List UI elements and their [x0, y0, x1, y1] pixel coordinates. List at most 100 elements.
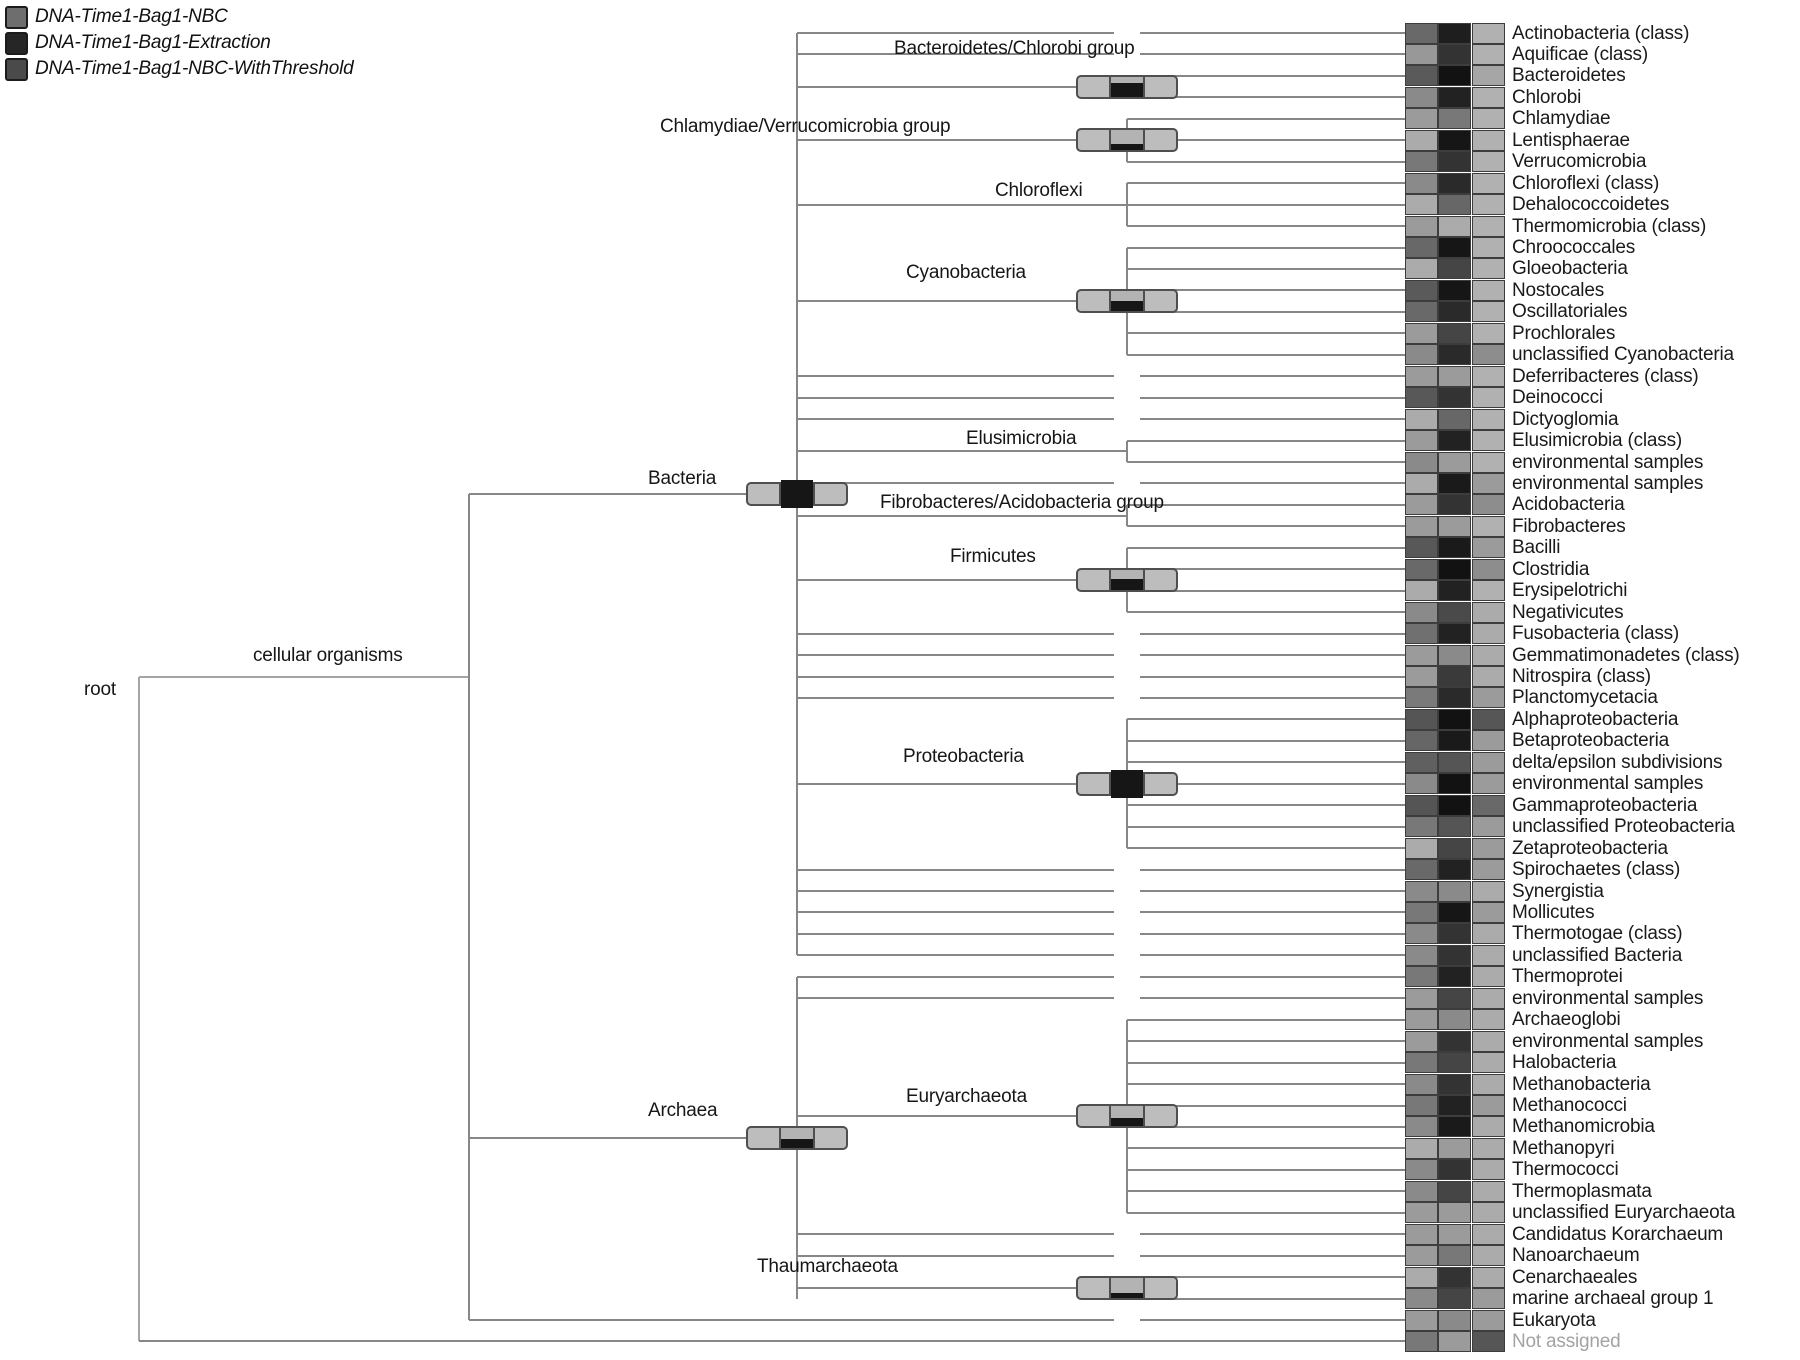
- leaf-label-dehalococcoidetes[interactable]: Dehalococcoidetes: [1512, 194, 1670, 216]
- leaf-label-unclassified-bacteria[interactable]: unclassified Bacteria: [1512, 944, 1683, 966]
- node-glyph-thaumarchaeota[interactable]: [1076, 1275, 1178, 1300]
- tree-edge: [797, 782, 1076, 785]
- leaf-label-gemmatimonadetes-class[interactable]: Gemmatimonadetes (class): [1512, 644, 1740, 666]
- node-label-cellular-organisms[interactable]: cellular organisms: [253, 645, 403, 666]
- node-label-fibrobacteres-acidobacteria-group[interactable]: Fibrobacteres/Acidobacteria group: [880, 492, 1164, 513]
- leaf-label-marine-archaeal-group-1[interactable]: marine archaeal group 1: [1512, 1288, 1714, 1310]
- node-glyph-chlamydiae-verrucomicrobia-group[interactable]: [1076, 128, 1178, 153]
- leaf-label-deferribacteres-class[interactable]: Deferribacteres (class): [1512, 365, 1699, 387]
- leaf-label-betaproteobacteria[interactable]: Betaproteobacteria: [1512, 730, 1669, 752]
- leaf-label-archaeoglobi[interactable]: Archaeoglobi: [1512, 1009, 1621, 1031]
- leaf-label-prochlorales[interactable]: Prochlorales: [1512, 322, 1616, 344]
- leaf-label-unclassified-proteobacteria[interactable]: unclassified Proteobacteria: [1512, 816, 1735, 838]
- node-label-bacteroidetes-chlorobi-group[interactable]: Bacteroidetes/Chlorobi group: [894, 38, 1135, 59]
- leaf-label-environmental-samples[interactable]: environmental samples: [1512, 451, 1704, 473]
- leaf-label-nitrospira-class[interactable]: Nitrospira (class): [1512, 666, 1651, 687]
- leaf-label-unclassified-cyanobacteria[interactable]: unclassified Cyanobacteria: [1512, 344, 1734, 366]
- leaf-label-verrucomicrobia[interactable]: Verrucomicrobia: [1512, 151, 1647, 173]
- leaf-label-actinobacteria-class[interactable]: Actinobacteria (class): [1512, 22, 1690, 44]
- node-label-chlamydiae-verrucomicrobia-group[interactable]: Chlamydiae/Verrucomicrobia group: [660, 116, 951, 137]
- leaf-label-synergistia[interactable]: Synergistia: [1512, 880, 1604, 902]
- node-label-root[interactable]: root: [84, 679, 116, 700]
- node-label-chloroflexi[interactable]: Chloroflexi: [995, 180, 1083, 201]
- tree-edge: [1127, 439, 1405, 442]
- node-glyph-archaea[interactable]: [746, 1125, 848, 1150]
- leaf-label-erysipelotrichi[interactable]: Erysipelotrichi: [1512, 580, 1628, 602]
- node-glyph-proteobacteria[interactable]: [1076, 769, 1178, 798]
- leaf-label-gloeobacteria[interactable]: Gloeobacteria: [1512, 258, 1628, 280]
- leaf-label-unclassified-euryarchaeota[interactable]: unclassified Euryarchaeota: [1512, 1202, 1735, 1224]
- leaf-label-methanopyri[interactable]: Methanopyri: [1512, 1137, 1615, 1159]
- node-label-firmicutes[interactable]: Firmicutes: [950, 546, 1036, 567]
- node-label-euryarchaeota[interactable]: Euryarchaeota: [906, 1086, 1027, 1107]
- leaf-label-bacilli[interactable]: Bacilli: [1512, 537, 1561, 559]
- heatmap-cell: [1438, 1330, 1472, 1352]
- heatmap-cell: [1438, 430, 1472, 452]
- heatmap-cell: [1405, 794, 1438, 816]
- leaf-label-thermoprotei[interactable]: Thermoprotei: [1512, 966, 1623, 988]
- leaf-label-thermotogae-class[interactable]: Thermotogae (class): [1512, 923, 1683, 945]
- leaf-label-eukaryota[interactable]: Eukaryota: [1512, 1309, 1596, 1331]
- leaf-label-methanobacteria[interactable]: Methanobacteria: [1512, 1073, 1651, 1095]
- node-glyph-bacteroidetes-chlorobi-group[interactable]: [1076, 74, 1178, 99]
- node-glyph-firmicutes[interactable]: [1076, 567, 1178, 592]
- heatmap-cell: [1471, 237, 1505, 258]
- tree-edge: [797, 1286, 1076, 1289]
- leaf-label-fusobacteria-class[interactable]: Fusobacteria (class): [1512, 623, 1680, 645]
- leaf-label-candidatus-korarchaeum[interactable]: Candidatus Korarchaeum: [1512, 1223, 1724, 1245]
- leaf-label-alphaproteobacteria[interactable]: Alphaproteobacteria: [1512, 708, 1679, 730]
- leaf-label-planctomycetacia[interactable]: Planctomycetacia: [1512, 687, 1658, 709]
- leaf-label-clostridia[interactable]: Clostridia: [1512, 558, 1590, 580]
- node-glyph-cyanobacteria[interactable]: [1076, 289, 1178, 314]
- tree-edge: [797, 450, 1128, 453]
- node-glyph-middle: [1109, 130, 1145, 151]
- node-label-archaea[interactable]: Archaea: [648, 1100, 718, 1121]
- leaf-label-zetaproteobacteria[interactable]: Zetaproteobacteria: [1512, 837, 1668, 859]
- heatmap-cell: [1405, 1030, 1438, 1052]
- leaf-label-cenarchaeales[interactable]: Cenarchaeales: [1512, 1266, 1638, 1288]
- leaf-label-mollicutes[interactable]: Mollicutes: [1512, 901, 1595, 923]
- node-label-proteobacteria[interactable]: Proteobacteria: [903, 746, 1024, 767]
- leaf-label-chlorobi[interactable]: Chlorobi: [1512, 86, 1582, 108]
- leaf-label-environmental-samples[interactable]: environmental samples: [1512, 773, 1704, 795]
- leaf-label-dictyoglomia[interactable]: Dictyoglomia: [1512, 408, 1619, 430]
- node-glyph-bacteria[interactable]: [746, 480, 848, 509]
- tree-edge: [797, 53, 1114, 56]
- leaf-label-environmental-samples[interactable]: environmental samples: [1512, 1030, 1704, 1052]
- leaf-label-thermoplasmata[interactable]: Thermoplasmata: [1512, 1180, 1652, 1202]
- leaf-label-fibrobacteres[interactable]: Fibrobacteres: [1512, 515, 1626, 537]
- leaf-label-methanomicrobia[interactable]: Methanomicrobia: [1512, 1116, 1655, 1138]
- heatmap-cell: [1405, 773, 1438, 795]
- node-glyph-euryarchaeota[interactable]: [1076, 1104, 1178, 1129]
- leaf-label-delta-epsilon-subdivisions[interactable]: delta/epsilon subdivisions: [1512, 751, 1723, 773]
- node-label-thaumarchaeota[interactable]: Thaumarchaeota: [757, 1256, 898, 1277]
- leaf-label-thermococci[interactable]: Thermococci: [1512, 1159, 1619, 1181]
- node-label-bacteria[interactable]: Bacteria: [648, 468, 717, 489]
- tree-edge: [1127, 139, 1405, 142]
- leaf-label-halobacteria[interactable]: Halobacteria: [1512, 1052, 1617, 1074]
- leaf-label-oscillatoriales[interactable]: Oscillatoriales: [1512, 301, 1628, 323]
- node-label-elusimicrobia[interactable]: Elusimicrobia: [966, 428, 1077, 449]
- leaf-label-environmental-samples[interactable]: environmental samples: [1512, 472, 1704, 494]
- leaf-label-lentisphaerae[interactable]: Lentisphaerae: [1512, 129, 1630, 151]
- leaf-label-deinococci[interactable]: Deinococci: [1512, 387, 1603, 409]
- leaf-label-methanococci[interactable]: Methanococci: [1512, 1095, 1627, 1116]
- heatmap-cell: [1405, 837, 1438, 859]
- leaf-label-elusimicrobia-class[interactable]: Elusimicrobia (class): [1512, 430, 1683, 452]
- leaf-label-acidobacteria[interactable]: Acidobacteria: [1512, 494, 1625, 516]
- leaf-label-nostocales[interactable]: Nostocales: [1512, 279, 1604, 301]
- leaf-label-gammaproteobacteria[interactable]: Gammaproteobacteria: [1512, 794, 1698, 816]
- leaf-label-not-assigned[interactable]: Not assigned: [1512, 1330, 1621, 1352]
- leaf-label-chloroflexi-class[interactable]: Chloroflexi (class): [1512, 172, 1660, 194]
- leaf-label-aquificae-class[interactable]: Aquificae (class): [1512, 43, 1648, 65]
- heatmap-cell: [1438, 644, 1472, 666]
- node-label-cyanobacteria[interactable]: Cyanobacteria: [906, 262, 1026, 283]
- leaf-label-negativicutes[interactable]: Negativicutes: [1512, 601, 1624, 623]
- leaf-label-bacteroidetes[interactable]: Bacteroidetes: [1512, 65, 1626, 87]
- leaf-label-environmental-samples[interactable]: environmental samples: [1512, 987, 1704, 1009]
- leaf-label-chroococcales[interactable]: Chroococcales: [1512, 237, 1636, 258]
- leaf-label-chlamydiae[interactable]: Chlamydiae: [1512, 108, 1611, 130]
- leaf-label-nanoarchaeum[interactable]: Nanoarchaeum: [1512, 1245, 1640, 1267]
- leaf-label-thermomicrobia-class[interactable]: Thermomicrobia (class): [1512, 215, 1707, 237]
- leaf-label-spirochaetes-class[interactable]: Spirochaetes (class): [1512, 859, 1681, 881]
